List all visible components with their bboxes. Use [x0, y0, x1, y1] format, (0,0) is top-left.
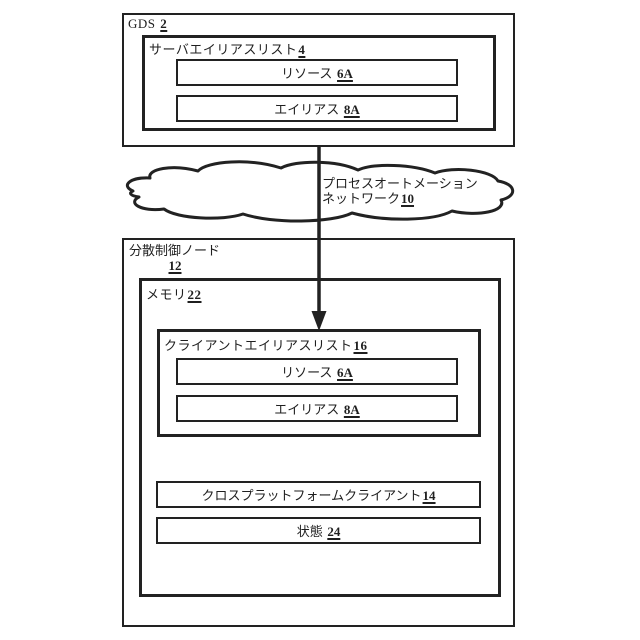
server-alias-ref: 8A — [343, 102, 360, 117]
memory-ref: 22 — [187, 287, 202, 302]
network-label-line2-text: ネットワーク — [322, 191, 401, 206]
server-alias-list-label: サーバエイリアスリスト4 — [149, 39, 305, 58]
client-resource-label-text: リソース — [281, 365, 337, 380]
server-resource-ref: 6A — [337, 66, 353, 81]
client-resource-ref: 6A — [337, 365, 353, 380]
client-resource-box: リソース 6A — [176, 358, 458, 385]
network-label-line1: プロセスオートメーション — [322, 176, 478, 191]
state-ref: 24 — [327, 524, 341, 539]
client-resource-label: リソース 6A — [281, 362, 353, 381]
client-alias-label-text: エイリアス — [274, 402, 343, 417]
cross-platform-client-box: クロスプラットフォームクライアント14 — [156, 481, 481, 508]
client-alias-list-ref: 16 — [353, 338, 368, 353]
memory-label-text: メモリ — [146, 287, 187, 302]
network-label: プロセスオートメーション ネットワーク10 — [322, 176, 478, 206]
server-alias-label: エイリアス 8A — [274, 99, 360, 118]
state-label: 状態 24 — [297, 521, 341, 540]
network-ref: 10 — [401, 191, 415, 206]
server-alias-label-text: エイリアス — [274, 102, 343, 117]
distributed-control-node-ref: 12 — [168, 258, 182, 273]
distributed-control-node-label: 分散制御ノード 12 — [129, 243, 220, 273]
server-alias-list-box: サーバエイリアスリスト4 リソース 6A エイリアス 8A — [142, 35, 496, 131]
client-alias-list-label-text: クライアントエイリアスリスト — [164, 338, 353, 353]
cross-platform-client-label-text: クロスプラットフォームクライアント — [201, 488, 422, 503]
state-label-text: 状態 — [296, 524, 327, 539]
cross-platform-client-ref: 14 — [422, 488, 436, 503]
server-resource-label-text: リソース — [281, 66, 337, 81]
server-alias-box: エイリアス 8A — [176, 95, 458, 122]
distributed-control-node-box: 分散制御ノード 12 メモリ22 クライアントエイリアスリスト16 リソース 6… — [122, 238, 515, 627]
gds-label: GDS 2 — [128, 16, 167, 32]
server-alias-list-label-text: サーバエイリアスリスト — [149, 42, 298, 57]
client-alias-label: エイリアス 8A — [274, 399, 360, 418]
gds-label-text: GDS — [128, 16, 160, 31]
gds-box: GDS 2 サーバエイリアスリスト4 リソース 6A エイリアス 8A — [122, 13, 515, 147]
client-alias-ref: 8A — [343, 402, 360, 417]
distributed-control-node-label-text: 分散制御ノード — [129, 243, 221, 258]
state-box: 状態 24 — [156, 517, 481, 544]
gds-ref: 2 — [160, 16, 168, 31]
network-label-line2: ネットワーク10 — [322, 191, 478, 206]
memory-box: メモリ22 クライアントエイリアスリスト16 リソース 6A エイリアス 8A — [139, 278, 501, 597]
client-alias-box: エイリアス 8A — [176, 395, 458, 422]
memory-label: メモリ22 — [146, 284, 202, 303]
client-alias-list-box: クライアントエイリアスリスト16 リソース 6A エイリアス 8A — [157, 329, 481, 437]
server-alias-list-ref: 4 — [298, 42, 306, 57]
client-alias-list-label: クライアントエイリアスリスト16 — [164, 335, 367, 354]
server-resource-box: リソース 6A — [176, 59, 458, 86]
cross-platform-client-label: クロスプラットフォームクライアント14 — [201, 485, 435, 504]
server-resource-label: リソース 6A — [281, 63, 353, 82]
